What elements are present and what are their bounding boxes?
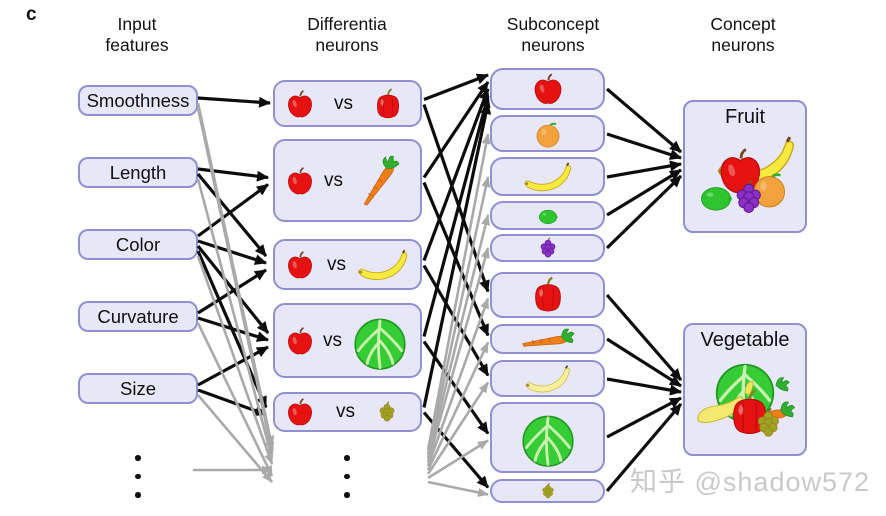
vs-label: vs xyxy=(323,329,342,351)
subconcept-node-apple xyxy=(490,68,605,110)
banana-icon xyxy=(356,246,410,284)
apple-icon xyxy=(283,164,317,198)
fruit-group-icon xyxy=(692,129,798,215)
apple-icon xyxy=(529,70,567,108)
subconcept-node-banana-pale xyxy=(490,360,605,397)
input-node-smoothness: Smoothness xyxy=(78,85,198,116)
banana-icon xyxy=(521,362,575,396)
ellipsis-dot xyxy=(344,473,350,479)
input-node-length: Length xyxy=(78,157,198,188)
header-line: neurons xyxy=(711,35,775,55)
lime-icon xyxy=(533,203,563,229)
banana-icon xyxy=(519,159,577,195)
input-node-size: Size xyxy=(78,373,198,404)
ellipsis-dot xyxy=(135,473,141,479)
bell-pepper-icon xyxy=(527,274,569,316)
header-concept-neurons: Concept neurons xyxy=(663,14,823,56)
carrot-icon xyxy=(518,326,578,353)
differentia-node-apple-vs-cabbage: vs xyxy=(273,303,422,378)
vertical-ellipsis-icon-input xyxy=(135,455,141,498)
ellipsis-dot xyxy=(344,492,350,498)
vertical-ellipsis-icon-differentia xyxy=(344,455,350,498)
input-node-label: Size xyxy=(120,377,156,399)
concept-node-vegetable: Vegetable xyxy=(683,323,807,456)
grapes-icon xyxy=(535,235,561,261)
ellipsis-dot xyxy=(135,492,141,498)
vegetable-group-icon xyxy=(692,352,798,438)
input-node-curvature: Curvature xyxy=(78,301,198,332)
header-line: features xyxy=(105,35,169,55)
header-subconcept-neurons: Subconcept neurons xyxy=(473,14,633,56)
carrot-icon xyxy=(348,149,409,212)
concept-label-vegetable: Vegetable xyxy=(700,329,790,351)
subconcept-node-grapes-purple xyxy=(490,234,605,262)
grapes-icon xyxy=(537,481,559,501)
header-line: Differentia xyxy=(307,14,387,34)
concept-label-fruit: Fruit xyxy=(725,106,765,128)
header-line: neurons xyxy=(521,35,585,55)
header-input-features: Input features xyxy=(57,14,217,56)
input-node-label: Color xyxy=(115,233,161,255)
subconcept-node-lime xyxy=(490,201,605,230)
watermark-text: 知乎 @shadow572 xyxy=(630,467,871,497)
cabbage-icon xyxy=(516,406,580,470)
apple-icon xyxy=(283,324,317,358)
input-node-label: Length xyxy=(109,161,167,183)
grapes-icon xyxy=(374,399,400,425)
ellipsis-dot xyxy=(135,455,141,461)
subconcept-node-orange xyxy=(490,115,605,152)
header-differentia-neurons: Differentia neurons xyxy=(267,14,427,56)
apple-icon xyxy=(283,248,317,282)
header-line: Concept xyxy=(710,14,776,34)
header-line: Subconcept xyxy=(506,14,600,34)
subconcept-node-grapes-green xyxy=(490,479,605,503)
input-node-color: Color xyxy=(78,229,198,260)
vs-label: vs xyxy=(336,401,355,422)
vs-label: vs xyxy=(334,92,353,114)
differentia-node-apple-vs-pepper: vs xyxy=(273,80,422,127)
apple-icon xyxy=(283,87,317,121)
differentia-node-apple-vs-grapes: vs xyxy=(273,392,422,432)
subconcept-node-cabbage xyxy=(490,402,605,473)
orange-icon xyxy=(531,117,565,151)
apple-icon xyxy=(283,395,317,429)
vs-label: vs xyxy=(327,253,346,275)
differentia-node-apple-vs-carrot: vs xyxy=(273,139,422,222)
panel-label: c xyxy=(26,4,37,25)
ellipsis-dot xyxy=(344,455,350,461)
subconcept-node-pepper xyxy=(490,272,605,318)
header-line: neurons xyxy=(315,35,379,55)
input-node-label: Curvature xyxy=(97,305,179,327)
subconcept-node-carrot xyxy=(490,324,605,354)
input-node-label: Smoothness xyxy=(86,89,190,111)
concept-node-fruit: Fruit xyxy=(683,100,807,233)
subconcept-node-banana xyxy=(490,157,605,196)
vs-label: vs xyxy=(324,169,343,191)
bell-pepper-icon xyxy=(370,86,406,122)
differentia-node-apple-vs-banana: vs xyxy=(273,239,422,290)
header-line: Input xyxy=(117,14,157,34)
cabbage-icon xyxy=(348,309,412,373)
